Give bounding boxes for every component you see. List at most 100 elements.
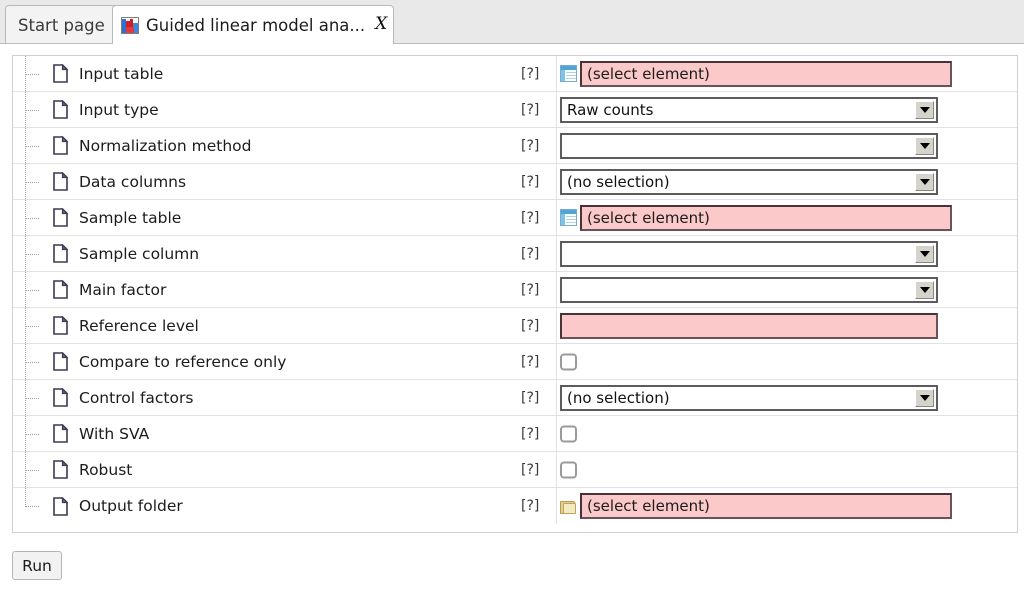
help-icon[interactable]: [?] — [521, 65, 540, 82]
parameter-label: Sample table — [79, 208, 182, 227]
help-icon[interactable]: [?] — [521, 498, 540, 514]
parameter-label: Main factor — [79, 280, 167, 299]
parameter-row-reference-level: Reference level [?] — [13, 308, 1017, 344]
tree-connector — [23, 92, 49, 128]
help-icon[interactable]: [?] — [521, 209, 540, 226]
column-divider — [556, 236, 557, 271]
parameter-control — [560, 425, 577, 442]
tree-connector — [23, 344, 49, 380]
close-icon[interactable]: X — [375, 13, 388, 34]
element-picker[interactable]: (select element) — [560, 493, 952, 519]
document-icon — [53, 316, 68, 335]
combobox-value: (no selection) — [567, 172, 670, 191]
help-icon[interactable]: [?] — [521, 461, 540, 478]
analysis-icon — [121, 16, 139, 34]
help-icon[interactable]: [?] — [521, 245, 540, 262]
tree-connector — [23, 200, 49, 236]
text-input[interactable] — [560, 312, 938, 339]
parameter-row-input-table: Input table [?] (select element) — [13, 56, 1017, 92]
parameter-label: Robust — [79, 460, 133, 479]
document-icon — [53, 244, 68, 263]
tab-guided-linear-model-analysis-label: Guided linear model ana... — [146, 15, 366, 35]
chevron-down-icon[interactable] — [915, 172, 934, 191]
parameter-row-robust: Robust [?] — [13, 452, 1017, 488]
parameter-row-sample-column: Sample column[?] — [13, 236, 1017, 272]
run-button[interactable]: Run — [12, 551, 62, 580]
combobox[interactable] — [560, 132, 938, 159]
document-icon — [53, 64, 68, 83]
parameter-control — [560, 132, 938, 159]
run-button-label: Run — [22, 556, 52, 575]
column-divider — [556, 344, 557, 379]
element-picker-field[interactable]: (select element) — [580, 493, 952, 519]
element-picker-field[interactable]: (select element) — [580, 204, 952, 231]
tree-connector — [23, 380, 49, 416]
element-picker-field[interactable]: (select element) — [580, 60, 952, 87]
parameter-row-control-factors: Control factors [?] (no selection) — [13, 380, 1017, 416]
document-icon — [53, 460, 68, 479]
parameter-row-normalization-method: Normalization method [?] — [13, 128, 1017, 164]
tab-start-page[interactable]: Start page — [5, 5, 118, 44]
tree-connector — [23, 164, 49, 200]
parameter-control — [560, 312, 938, 339]
parameter-label: Normalization method — [79, 136, 252, 155]
tab-bar: Start page Guided linear model ana... X — [0, 0, 1024, 45]
element-picker-value: (select element) — [587, 497, 710, 515]
tab-start-page-label: Start page — [18, 15, 105, 35]
document-icon — [53, 352, 68, 371]
chevron-down-icon[interactable] — [915, 244, 934, 263]
chevron-down-icon[interactable] — [915, 388, 934, 407]
tab-bar-underline — [0, 43, 1024, 44]
help-icon[interactable]: [?] — [521, 173, 540, 190]
element-picker[interactable]: (select element) — [560, 204, 952, 231]
column-divider — [556, 92, 557, 127]
help-icon[interactable]: [?] — [521, 137, 540, 154]
column-divider — [556, 452, 557, 487]
help-icon[interactable]: [?] — [521, 317, 540, 334]
parameter-row-with-sva: With SVA[?] — [13, 416, 1017, 452]
parameter-control: Raw counts — [560, 96, 938, 123]
chevron-down-icon[interactable] — [915, 136, 934, 155]
combobox-value: (no selection) — [567, 388, 670, 407]
combobox[interactable]: (no selection) — [560, 168, 938, 195]
parameter-label: Reference level — [79, 316, 199, 335]
tree-connector — [23, 416, 49, 452]
checkbox[interactable] — [560, 353, 577, 370]
parameter-row-sample-table: Sample table [?] (select element) — [13, 200, 1017, 236]
combobox[interactable] — [560, 276, 938, 303]
chevron-down-icon[interactable] — [915, 100, 934, 119]
parameter-label: Input type — [79, 100, 159, 119]
help-icon[interactable]: [?] — [521, 353, 540, 370]
parameter-label: Control factors — [79, 388, 194, 407]
column-divider — [556, 164, 557, 199]
document-icon — [53, 100, 68, 119]
help-icon[interactable]: [?] — [521, 281, 540, 298]
parameter-label: Compare to reference only — [79, 352, 287, 371]
document-icon — [53, 136, 68, 155]
combobox[interactable] — [560, 240, 938, 267]
help-icon[interactable]: [?] — [521, 389, 540, 406]
parameter-row-main-factor: Main factor [?] — [13, 272, 1017, 308]
column-divider — [556, 200, 557, 235]
tree-connector — [23, 272, 49, 308]
parameter-row-input-type: Input type [?] Raw counts — [13, 92, 1017, 128]
parameter-row-list: Input table [?] (select element) Input type… — [13, 56, 1017, 524]
document-icon — [53, 172, 68, 191]
chevron-down-icon[interactable] — [915, 280, 934, 299]
parameter-control — [560, 276, 938, 303]
checkbox[interactable] — [560, 425, 577, 442]
combobox[interactable]: (no selection) — [560, 384, 938, 411]
element-picker-value: (select element) — [587, 208, 710, 227]
parameter-control: (select element) — [560, 493, 952, 519]
help-icon[interactable]: [?] — [521, 101, 540, 118]
element-picker[interactable]: (select element) — [560, 60, 952, 87]
combobox[interactable]: Raw counts — [560, 96, 938, 123]
document-icon — [53, 496, 68, 516]
tree-connector — [23, 128, 49, 164]
parameter-label: Input table — [79, 64, 164, 83]
help-icon[interactable]: [?] — [521, 425, 540, 442]
checkbox[interactable] — [560, 461, 577, 478]
tab-guided-linear-model-analysis[interactable]: Guided linear model ana... X — [112, 5, 395, 45]
column-divider — [556, 488, 557, 524]
element-picker-value: (select element) — [587, 64, 710, 83]
